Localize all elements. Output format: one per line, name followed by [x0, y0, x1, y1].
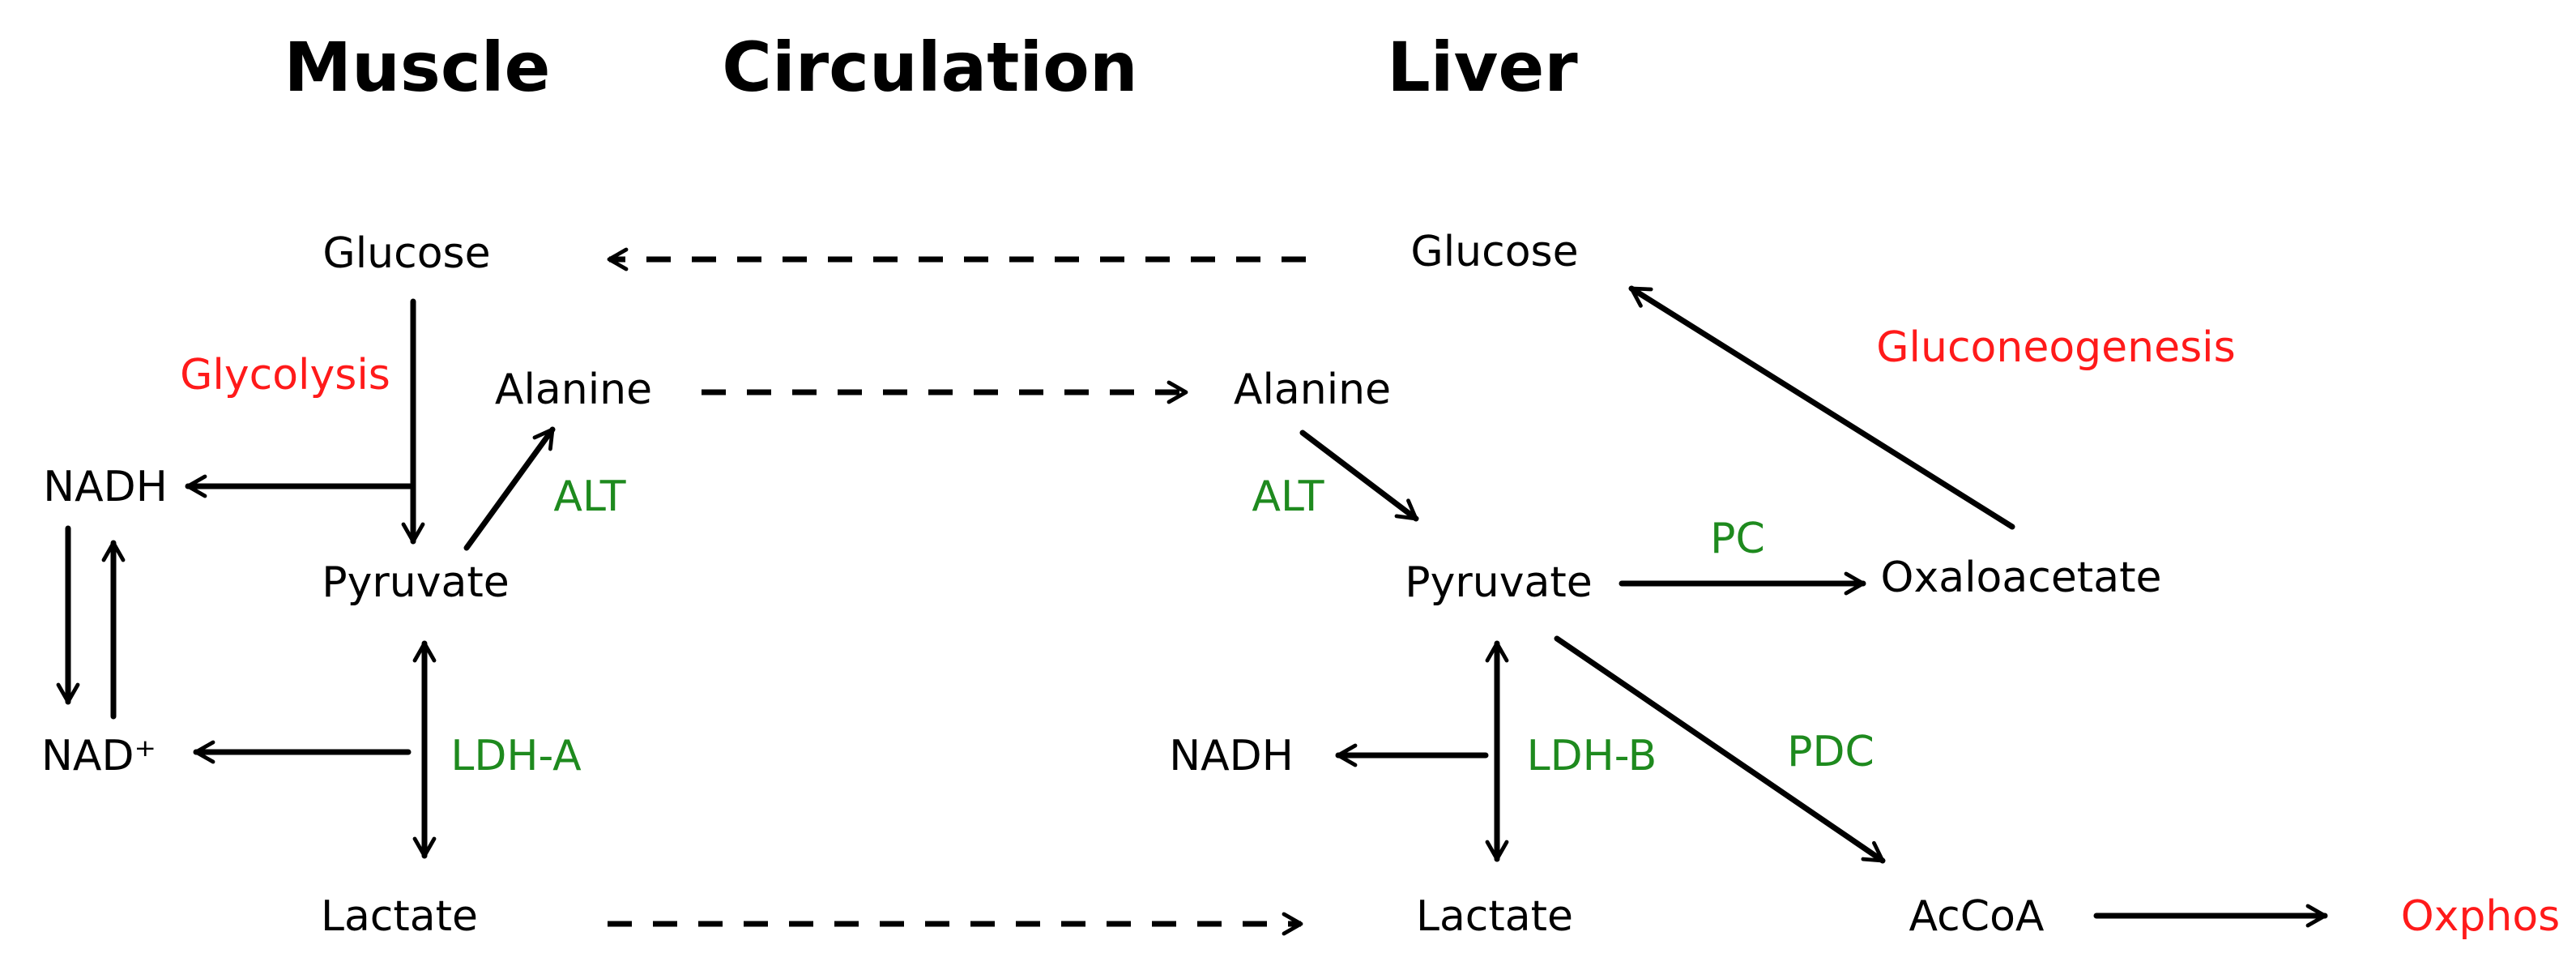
header-circulation: Circulation — [722, 28, 1137, 107]
pdc-enzyme-label: PDC — [1787, 728, 1874, 776]
muscle-nadh-label: NADH — [43, 463, 168, 511]
gluconeogenesis-label: Gluconeogenesis — [1876, 323, 2235, 372]
accoa-label: AcCoA — [1909, 892, 2045, 941]
pyruvate-to-alanine-arrow — [463, 426, 556, 551]
liver-pyruvate-label: Pyruvate — [1405, 558, 1593, 607]
ldh-b-enzyme-label: LDH-B — [1527, 732, 1657, 780]
liver-alanine-label: Alanine — [1234, 365, 1391, 414]
liver-nadh-label: NADH — [1169, 732, 1294, 780]
liver-lactate-label: Lactate — [1416, 892, 1573, 941]
header-muscle: Muscle — [284, 28, 551, 107]
muscle-alt-enzyme-label: ALT — [553, 472, 625, 521]
muscle-lactate-label: Lactate — [321, 892, 478, 941]
muscle-nad-label: NAD⁺ — [41, 732, 156, 780]
muscle-alanine-label: Alanine — [495, 365, 652, 414]
oxphos-label: Oxphos — [2401, 892, 2561, 941]
muscle-glucose-label: Glucose — [322, 229, 490, 278]
header-liver: Liver — [1387, 28, 1578, 107]
ldh-a-enzyme-label: LDH-A — [450, 732, 582, 780]
liver-alt-enzyme-label: ALT — [1252, 472, 1324, 521]
pyruvate-to-accoa-arrow — [1554, 635, 1886, 864]
liver-glucose-label: Glucose — [1410, 228, 1578, 276]
glycolysis-label: Glycolysis — [180, 351, 390, 400]
pc-enzyme-label: PC — [1710, 515, 1765, 563]
oxaloacetate-to-glucose-arrow — [1628, 285, 2015, 530]
oxaloacetate-label: Oxaloacetate — [1881, 554, 2162, 602]
alanine-to-pyruvate-arrow — [1299, 430, 1419, 522]
muscle-pyruvate-label: Pyruvate — [322, 558, 510, 607]
